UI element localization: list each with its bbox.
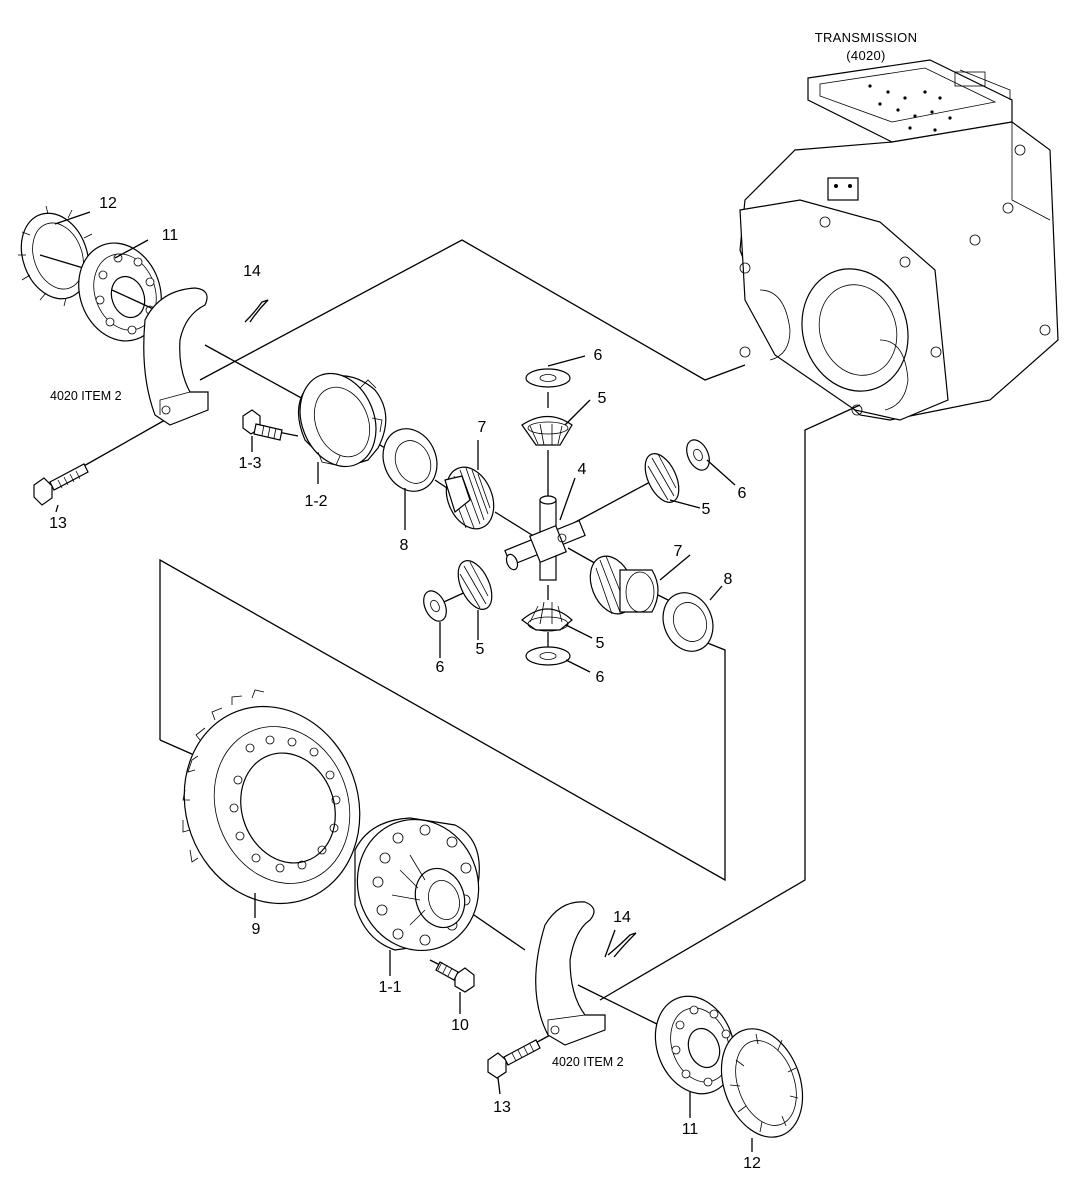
label-6-right: 6 — [738, 485, 747, 502]
adjuster-ring-12-top — [18, 205, 97, 307]
pinion-gear-5-top — [521, 415, 573, 446]
spider-cross-4 — [504, 495, 586, 581]
label-14-bottom: 14 — [613, 909, 631, 926]
bearing-11-top — [78, 242, 162, 342]
bearing-cap-bracket-top — [143, 287, 209, 426]
thrust-washer-6-right — [686, 439, 710, 471]
label-14-top: 14 — [243, 263, 261, 280]
label-13-bottom: 13 — [493, 1099, 511, 1116]
transmission-housing — [739, 59, 1059, 421]
label-5-left: 5 — [476, 641, 485, 658]
ref-4020-item2-upper: 4020 ITEM 2 — [50, 389, 122, 403]
label-13-top: 13 — [49, 515, 67, 532]
thrust-washer-6-bottom — [525, 646, 571, 666]
title-transmission: TRANSMISSION — [815, 30, 918, 45]
diff-case-1-1 — [354, 817, 480, 952]
label-4: 4 — [578, 461, 587, 478]
pinion-gear-5-bottom — [521, 601, 573, 632]
label-5-top: 5 — [598, 390, 607, 407]
label-9: 9 — [252, 921, 261, 938]
connector-lines — [81, 239, 861, 1081]
ring-gear-9 — [182, 689, 361, 905]
adjuster-ring-12-bottom — [720, 1028, 804, 1138]
shim-14-bottom — [607, 932, 637, 958]
label-11-bottom: 11 — [682, 1121, 699, 1138]
label-8-top: 8 — [400, 537, 409, 554]
carrier-half-1-2 — [297, 372, 387, 468]
label-1-1: 1-1 — [378, 979, 401, 996]
bearing-cap-bracket-bottom — [535, 901, 606, 1046]
label-5-right: 5 — [702, 501, 711, 518]
label-10: 10 — [451, 1017, 469, 1034]
bearing-race-8-right — [662, 592, 714, 652]
label-7-top: 7 — [478, 419, 487, 436]
label-6-left: 6 — [436, 659, 445, 676]
shim-14-top — [244, 299, 269, 323]
label-1-3: 1-3 — [238, 455, 261, 472]
pinion-gear-5-left — [457, 560, 493, 610]
label-7-right: 7 — [674, 543, 683, 560]
label-11-top: 11 — [162, 227, 179, 244]
side-gear-7-top — [444, 466, 495, 530]
label-8-right: 8 — [724, 571, 733, 588]
label-5-bottom: 5 — [596, 635, 605, 652]
label-1-2: 1-2 — [304, 493, 327, 510]
bolt-13-top — [33, 463, 89, 506]
thrust-washer-6-left — [423, 590, 447, 622]
leader-lines — [54, 211, 753, 1152]
bearing-race-8-top — [382, 428, 438, 492]
bolt-13-bottom — [487, 1039, 541, 1079]
thrust-washer-6-top — [525, 368, 571, 388]
side-gear-7-right — [589, 555, 659, 615]
title-transmission-code: (4020) — [846, 48, 885, 63]
ref-4020-item2-lower: 4020 ITEM 2 — [552, 1055, 624, 1069]
labels: TRANSMISSION (4020) 4020 ITEM 2 4020 ITE… — [49, 30, 917, 1172]
pinion-gear-5-right — [644, 453, 680, 503]
label-12-top: 12 — [99, 195, 117, 212]
bolt-10 — [435, 961, 475, 993]
label-6-top: 6 — [594, 347, 603, 364]
label-12-bottom: 12 — [743, 1155, 761, 1172]
label-6-bottom: 6 — [596, 669, 605, 686]
bolt-1-3 — [242, 409, 283, 441]
